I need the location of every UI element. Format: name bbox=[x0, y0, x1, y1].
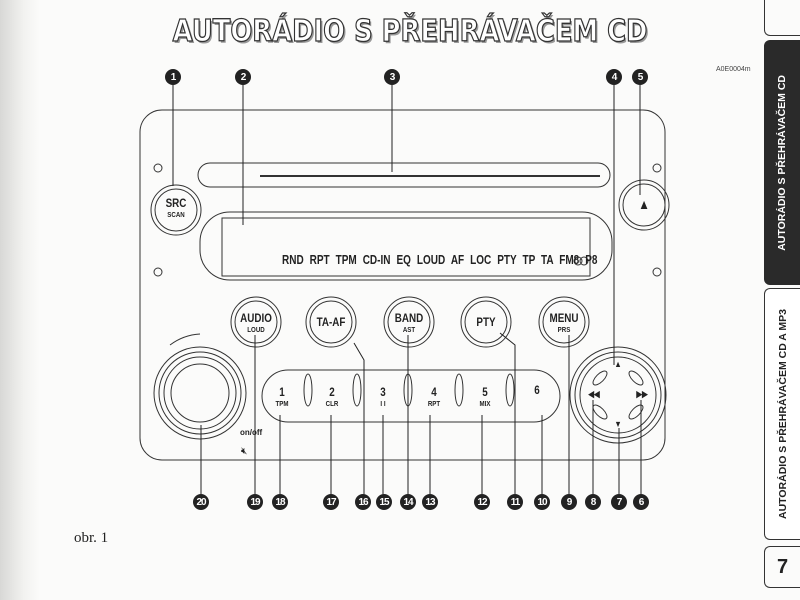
preset-number: 4 bbox=[431, 385, 437, 399]
preset-number: 2 bbox=[329, 385, 335, 399]
volume-knob bbox=[153, 333, 247, 440]
callout-number: 10 bbox=[534, 494, 550, 510]
callout-number: 18 bbox=[272, 494, 288, 510]
page-title-row: AUTORÁDIO S PŘEHRÁVAČEM CD bbox=[0, 13, 800, 54]
ta-af-button[interactable]: TA-AF bbox=[317, 316, 346, 328]
preset-sublabel: I I bbox=[380, 399, 386, 408]
nav-down-button[interactable]: ▼ bbox=[614, 419, 622, 429]
callout-number: 9 bbox=[561, 494, 577, 510]
button-sublabel: LOUD bbox=[247, 325, 265, 334]
figure-code: A0E0004m bbox=[716, 66, 751, 73]
page-number: 7 bbox=[764, 546, 800, 588]
nav-forward-button[interactable]: ▶▶ bbox=[636, 389, 648, 399]
preset-sublabel: MIX bbox=[479, 399, 491, 408]
scan-label: SCAN bbox=[167, 210, 185, 219]
button-sublabel: AST bbox=[402, 325, 416, 334]
preset-number: 6 bbox=[534, 383, 540, 397]
volume-knob-button[interactable] bbox=[154, 347, 246, 439]
button-label: TA-AF bbox=[316, 315, 346, 329]
callout-number: 20 bbox=[193, 494, 209, 510]
side-tab-top-edge bbox=[764, 0, 800, 36]
preset-number: 1 bbox=[279, 385, 285, 399]
callout-number: 13 bbox=[422, 494, 438, 510]
eject-button[interactable]: ▲ bbox=[638, 196, 650, 212]
button-label: AUDIO bbox=[240, 311, 272, 325]
preset-dividers bbox=[303, 373, 515, 407]
button-sublabel: PRS bbox=[557, 325, 571, 334]
callout-number: 7 bbox=[611, 494, 627, 510]
figure-caption: obr. 1 bbox=[74, 530, 109, 546]
nav-pad bbox=[569, 346, 667, 444]
callout-number: 14 bbox=[400, 494, 416, 510]
eject-button-ring bbox=[618, 179, 670, 231]
function-button-rings bbox=[230, 296, 590, 348]
on-off-label: on/off bbox=[240, 428, 263, 437]
callout-number: 5 bbox=[632, 69, 648, 85]
preset-bar bbox=[261, 369, 561, 423]
faceplate bbox=[139, 109, 666, 461]
cd-slot bbox=[197, 162, 611, 188]
nav-up-button[interactable]: ▲ bbox=[614, 359, 622, 369]
src-button-ring bbox=[150, 184, 202, 236]
preset-number: 3 bbox=[380, 385, 386, 399]
callout-number: 4 bbox=[606, 69, 622, 85]
preset-number: 5 bbox=[482, 385, 488, 399]
mute-icon: 🔇︎ bbox=[241, 446, 248, 457]
display-surround bbox=[199, 211, 613, 281]
side-tab-cd[interactable]: AUTORÁDIO S PŘEHRÁVAČEM CD bbox=[764, 40, 800, 285]
button-label: BAND bbox=[394, 311, 424, 325]
preset-6-button[interactable]: 6 bbox=[534, 384, 539, 396]
callout-number: 15 bbox=[376, 494, 392, 510]
page-title: AUTORÁDIO S PŘEHRÁVAČEM CD bbox=[172, 13, 648, 49]
callout-number: 3 bbox=[384, 69, 400, 85]
preset-sublabel: RPT bbox=[427, 399, 441, 408]
callout-number: 12 bbox=[474, 494, 490, 510]
page-binding-shadow bbox=[0, 0, 40, 600]
button-label: PTY bbox=[476, 315, 496, 329]
callout-number: 6 bbox=[633, 494, 649, 510]
preset-sublabel: CLR bbox=[325, 399, 339, 408]
display-indicators: RND RPT TPM CD-IN EQ LOUD AF LOC PTY TP … bbox=[282, 253, 598, 267]
display bbox=[221, 217, 591, 277]
nav-rewind-button[interactable]: ◀◀ bbox=[588, 389, 600, 399]
callout-number: 19 bbox=[247, 494, 263, 510]
callout-number: 1 bbox=[165, 69, 181, 85]
callout-number: 8 bbox=[585, 494, 601, 510]
callout-number: 17 bbox=[323, 494, 339, 510]
callout-number: 2 bbox=[235, 69, 251, 85]
preset-sublabel: TPM bbox=[275, 399, 289, 408]
button-label: MENU bbox=[549, 311, 579, 325]
callout-lines bbox=[172, 85, 642, 494]
pty-button[interactable]: PTY bbox=[476, 316, 495, 328]
side-tabs: AUTORÁDIO S PŘEHRÁVAČEM CD AUTORÁDIO S P… bbox=[764, 0, 800, 600]
callout-number: 11 bbox=[507, 494, 523, 510]
side-tab-cd-mp3[interactable]: AUTORÁDIO S PŘEHRÁVAČEM CD A MP3 bbox=[764, 288, 800, 540]
src-label: SRC bbox=[165, 196, 187, 210]
callout-number: 16 bbox=[355, 494, 371, 510]
